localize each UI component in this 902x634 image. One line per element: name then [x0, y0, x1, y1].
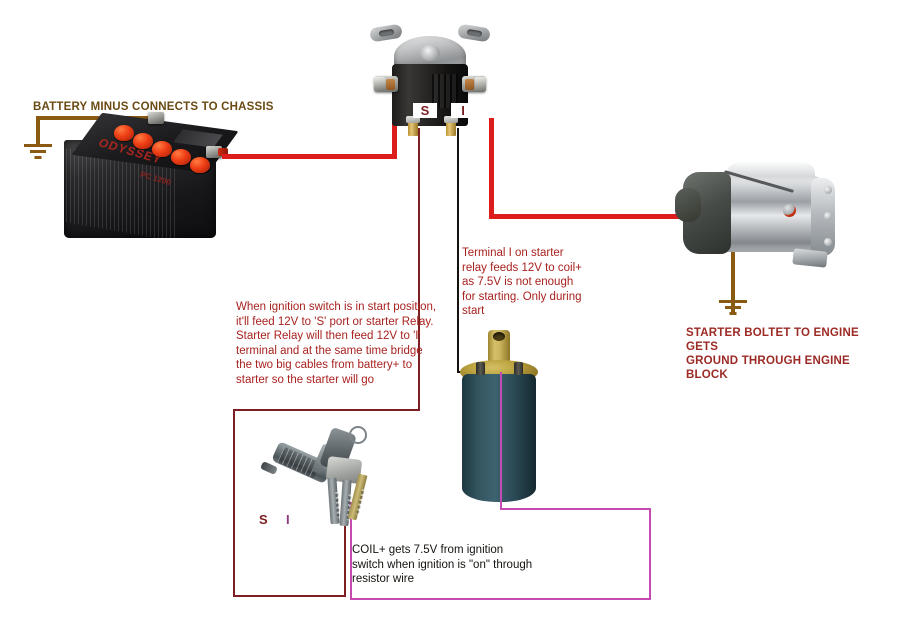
battery-cell-cap	[190, 157, 210, 173]
switch-box-top-edge	[233, 409, 420, 411]
starter-ground-symbol	[719, 300, 747, 316]
coil-positive-terminal	[514, 362, 523, 375]
relay-starter-stud-nut	[475, 77, 486, 91]
battery-positive-clamp	[218, 148, 228, 156]
relay-battery-stud	[374, 76, 398, 92]
relay-to-starter-cable-horizontal	[489, 214, 811, 219]
coil-positive-wire-right	[649, 508, 651, 600]
coil-positive-wire-bottom	[350, 598, 651, 600]
key-blade	[339, 479, 352, 527]
relay-s-terminal-stud	[406, 116, 420, 136]
ignition-coil	[460, 330, 542, 510]
coil-positive-wire-to-coil	[500, 372, 502, 510]
starter-drive-end	[675, 188, 701, 222]
relay-starter-stud-copper	[465, 79, 474, 90]
battery-ground-symbol	[24, 144, 52, 160]
starter-ground-wire	[731, 252, 735, 314]
relay-to-starter-cable-vertical	[489, 118, 494, 218]
starter-relay	[369, 20, 500, 140]
starter-case	[717, 176, 823, 252]
switch-i-terminal-wire	[350, 502, 352, 600]
battery-negative-post	[148, 112, 164, 124]
switch-box-left-edge	[233, 409, 235, 597]
coil-body	[462, 374, 536, 502]
note-ignition-start: When ignition switch is in start positio…	[236, 301, 437, 386]
relay-mount-ear-left	[369, 23, 403, 43]
battery-ground-label: BATTERY MINUS CONNECTS TO CHASSIS	[33, 101, 274, 113]
note-terminal-i: Terminal I on starter relay feeds 12V to…	[462, 247, 582, 317]
relay-battery-stud-nut	[374, 77, 385, 91]
starter-end-plate	[811, 178, 835, 256]
key-ring-icon	[349, 426, 367, 444]
battery-to-relay-cable-vertical	[392, 118, 397, 158]
relay-starter-stud	[462, 76, 486, 92]
starter-end-bolt	[824, 186, 832, 194]
battery-cell-cap	[133, 133, 153, 149]
coil-negative-terminal	[476, 362, 485, 375]
battery-ground-wire-vertical	[36, 116, 40, 146]
battery-cell-cap	[114, 125, 134, 141]
switch-terminal-s-label: S	[259, 512, 268, 527]
relay-mount-ear-right	[457, 23, 491, 43]
ignition-switch-with-keys	[260, 424, 398, 534]
switch-box-bottom-edge	[233, 595, 346, 597]
key-blade	[327, 477, 340, 525]
starter-mounting-foot	[792, 248, 828, 268]
relay-i-to-coil-wire-vertical	[457, 128, 459, 373]
coil-positive-wire-top	[500, 508, 651, 510]
switch-terminal-i-label: I	[286, 512, 290, 527]
relay-battery-stud-copper	[386, 79, 395, 90]
battery-cell-cap	[152, 141, 172, 157]
relay-terminal-s-label: S	[413, 103, 437, 118]
relay-i-terminal-stud	[444, 116, 458, 136]
switch-s-terminal-wire	[344, 502, 346, 597]
starter-ground-label: STARTER BOLTET TO ENGINE GETS GROUND THR…	[686, 327, 859, 381]
note-coil-positive: COIL+ gets 7.5V from ignition switch whe…	[352, 544, 533, 585]
starter-end-bolt	[824, 238, 832, 246]
battery-to-relay-cable-horizontal	[222, 154, 397, 159]
relay-s-to-switch-wire-down	[418, 128, 420, 410]
starter-motor	[675, 158, 850, 283]
starter-end-bolt	[824, 212, 832, 220]
starter-cable-terminal	[783, 204, 796, 217]
battery: ODYSSEY PC 1200	[58, 112, 239, 248]
battery-cell-cap	[171, 149, 191, 165]
battery-positive-post	[206, 146, 228, 158]
switch-shaft-tip	[260, 461, 278, 475]
relay-terminal-i-label: I	[451, 103, 475, 118]
